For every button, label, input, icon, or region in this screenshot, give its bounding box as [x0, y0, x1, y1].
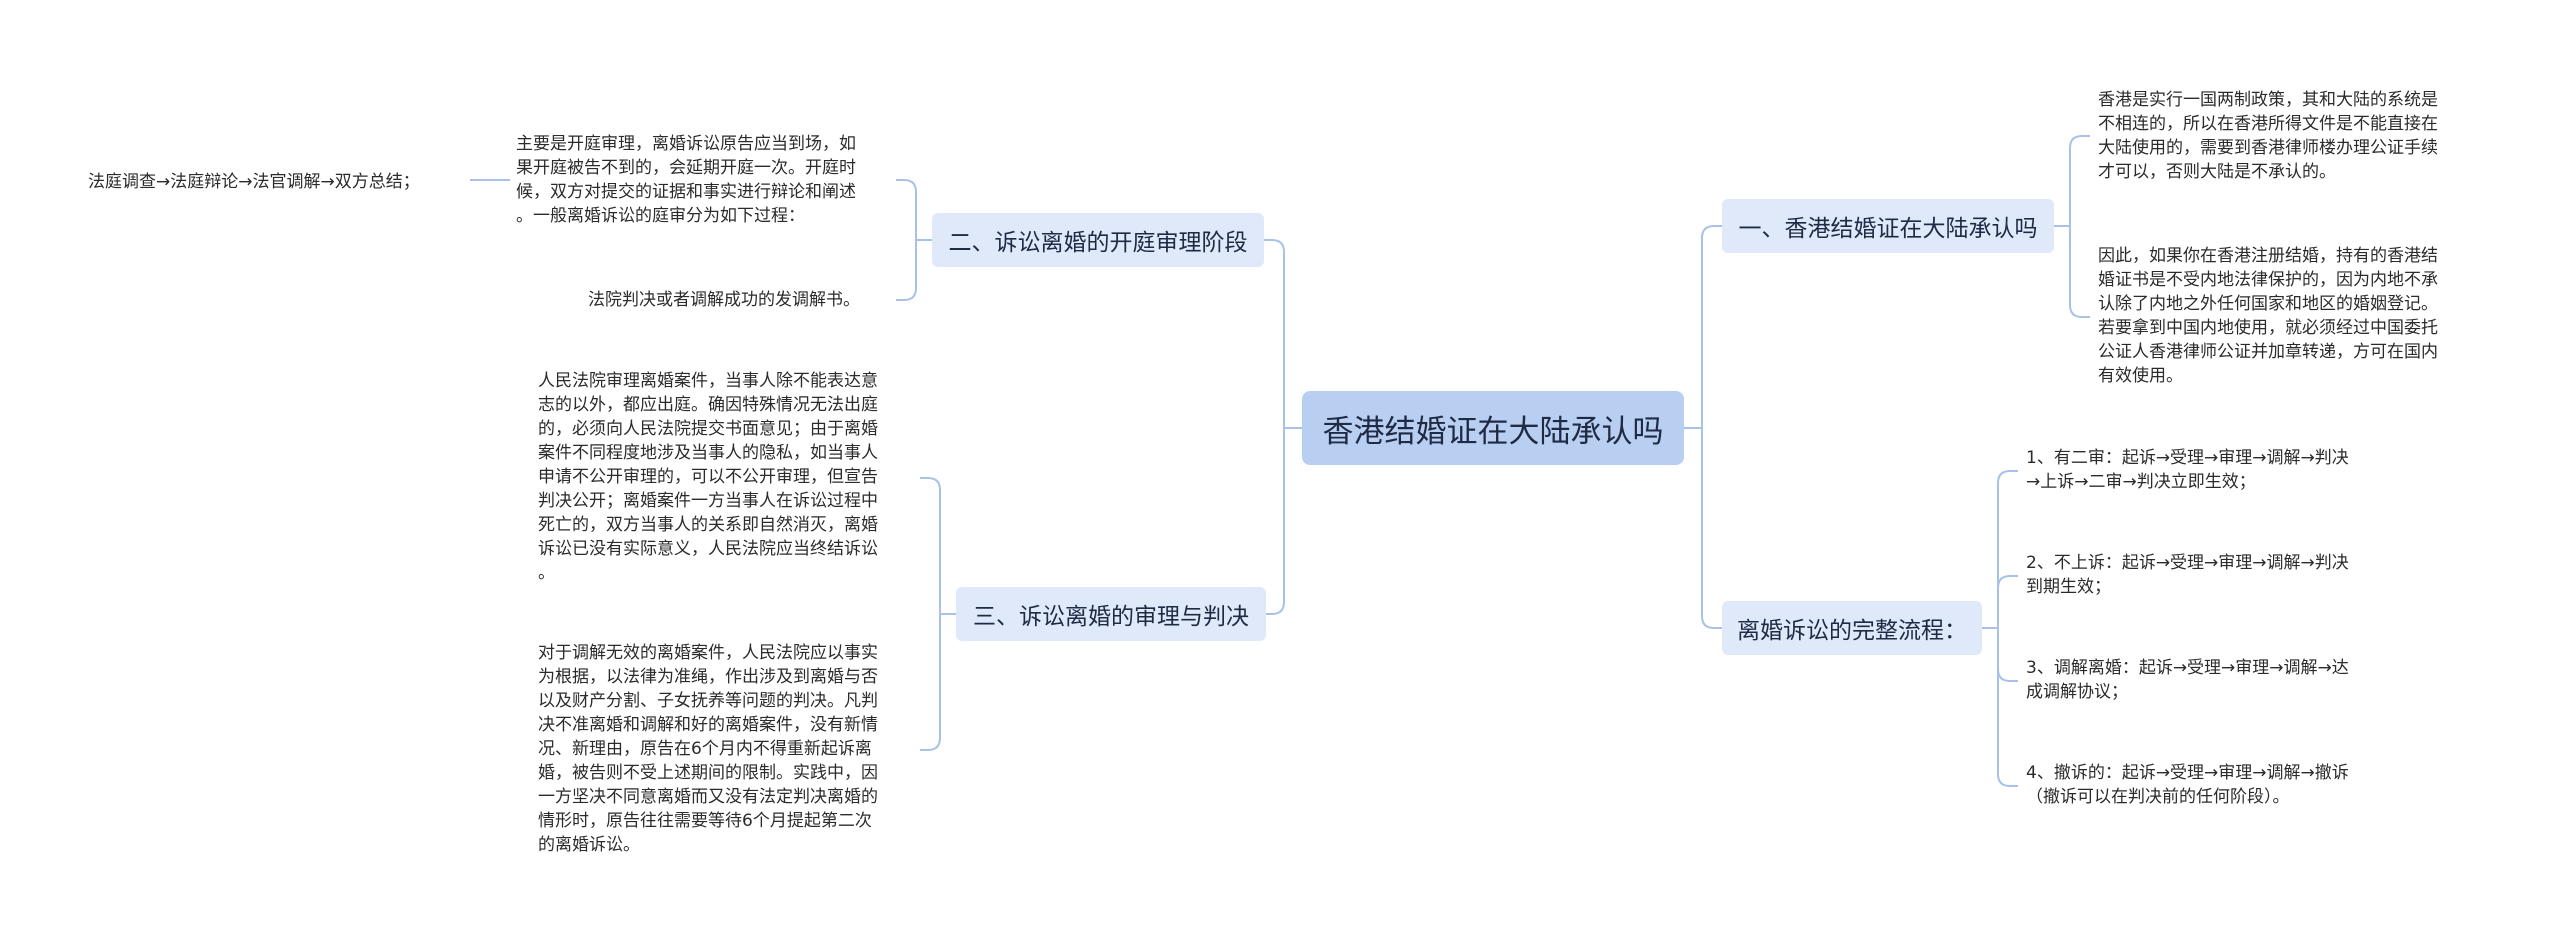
leaf-process-withdraw[interactable]: 4、撤诉的：起诉→受理→审理→调解→撤诉 （撤诉可以在判决前的任何阶段）。: [2026, 763, 2349, 807]
leaf-trial-judgment[interactable]: 对于调解无效的离婚案件，人民法院应以事实 为根据，以法律为准绳，作出涉及到离婚与…: [538, 643, 878, 855]
link-root-b2: [1684, 427, 1722, 629]
branch-divorce-process[interactable]: 离婚诉讼的完整流程：: [1722, 601, 1982, 655]
leaf-trial-attendance[interactable]: 人民法院审理离婚案件，当事人除不能表达意 志的以外，都应出庭。确因特殊情况无法出…: [538, 371, 878, 583]
leaf-hearing-result[interactable]: 法院判决或者调解成功的发调解书。: [588, 290, 860, 310]
branch-court-hearing-stage[interactable]: 二、诉讼离婚的开庭审理阶段: [932, 213, 1264, 267]
link-b2-leaf1: [1982, 470, 2018, 629]
link-b1-leaf2: [2054, 225, 2090, 318]
link-b1-leaf1: [2054, 135, 2090, 227]
branch-trial-and-judgment[interactable]: 三、诉讼离婚的审理与判决: [956, 587, 1266, 641]
leaf-process-no-appeal[interactable]: 2、不上诉：起诉→受理→审理→调解→判决 到期生效；: [2026, 553, 2349, 597]
leaf-hearing-overview[interactable]: 主要是开庭审理，离婚诉讼原告应当到场，如 果开庭被告不到的，会延期开庭一次。开庭…: [516, 134, 856, 226]
link-b4-leaf1: [920, 477, 956, 615]
link-root-b3: [1264, 239, 1302, 429]
leaf-process-appeal[interactable]: 1、有二审：起诉→受理→审理→调解→判决 →上诉→二审→判决立即生效；: [2026, 448, 2349, 492]
leaf-process-mediation[interactable]: 3、调解离婚：起诉→受理→审理→调解→达 成调解协议；: [2026, 658, 2349, 702]
root-topic[interactable]: 香港结婚证在大陆承认吗: [1302, 391, 1684, 465]
link-b3-leaf1: [896, 179, 932, 241]
link-root-b1: [1684, 225, 1722, 429]
link-b2-leaf2: [1982, 575, 2018, 629]
branch-hk-marriage-cert[interactable]: 一、香港结婚证在大陆承认吗: [1722, 199, 2054, 253]
link-b2-leaf3: [1982, 627, 2018, 682]
link-root-b4: [1266, 427, 1302, 615]
link-b2-leaf4: [1982, 627, 2018, 787]
link-b4-leaf2: [920, 613, 956, 751]
leaf-hk-one-country[interactable]: 香港是实行一国两制政策，其和大陆的系统是 不相连的，所以在香港所得文件是不能直接…: [2098, 90, 2438, 182]
leaf-hearing-steps[interactable]: 法庭调查→法庭辩论→法官调解→双方总结；: [88, 172, 420, 192]
leaf-hk-registration[interactable]: 因此，如果你在香港注册结婚，持有的香港结 婚证书是不受内地法律保护的，因为内地不…: [2098, 246, 2438, 386]
link-b3-leaf2: [896, 239, 932, 301]
